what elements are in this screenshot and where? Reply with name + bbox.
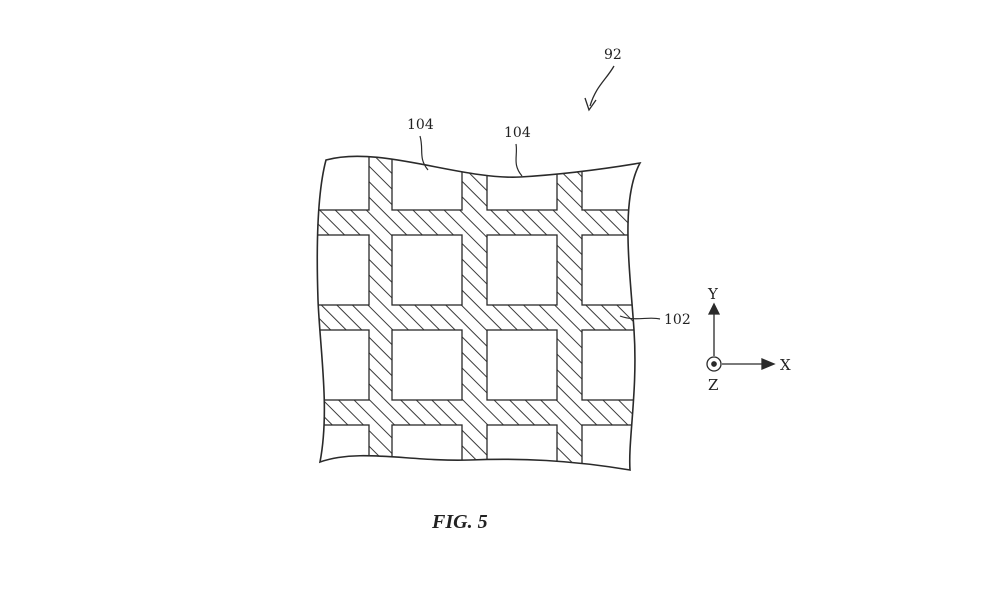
axis-z-label: Z	[708, 376, 718, 394]
axis-y-label: Y	[707, 285, 719, 303]
coordinate-axes	[706, 302, 776, 372]
ref-102-leader	[619, 315, 661, 320]
ref-104-leader-mid	[515, 143, 523, 177]
ref-104-label-left: 104	[407, 117, 434, 133]
wavy-outline	[316, 155, 642, 471]
figure-caption: FIG. 5	[431, 511, 488, 533]
ref-104-leader-left	[419, 135, 429, 171]
ref-104-label-mid: 104	[504, 125, 531, 141]
ref-92-arrowhead	[584, 97, 597, 112]
ref-92-label: 92	[604, 47, 622, 63]
grid-region	[317, 156, 640, 471]
ref-92-arrow	[589, 65, 615, 107]
ref-102-label: 102	[664, 312, 691, 328]
axis-x-label: X	[780, 356, 791, 374]
